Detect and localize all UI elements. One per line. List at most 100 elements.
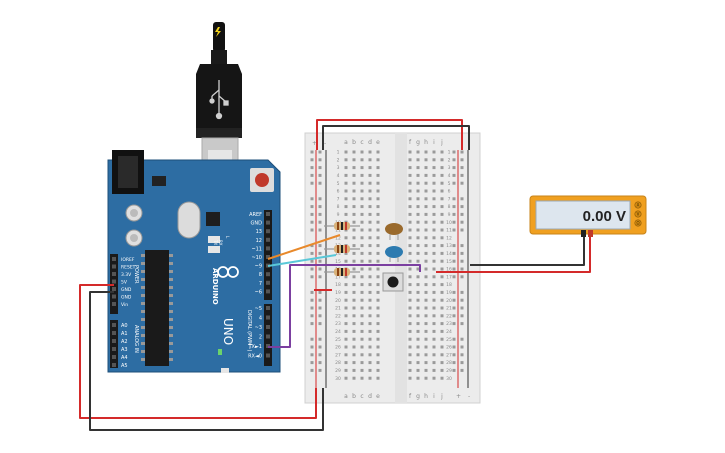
- breadboard-hole[interactable]: [416, 251, 420, 255]
- breadboard-hole[interactable]: [424, 220, 428, 224]
- breadboard-hole[interactable]: [424, 244, 428, 248]
- breadboard-hole[interactable]: [352, 259, 356, 263]
- breadboard-hole[interactable]: [432, 197, 436, 201]
- breadboard-hole[interactable]: [352, 353, 356, 357]
- breadboard-hole[interactable]: [352, 158, 356, 162]
- breadboard-hole[interactable]: [368, 283, 372, 287]
- rail-hole[interactable]: [452, 267, 456, 271]
- rail-hole[interactable]: [310, 361, 314, 365]
- breadboard-hole[interactable]: [432, 244, 436, 248]
- breadboard-hole[interactable]: [360, 368, 364, 372]
- breadboard-hole[interactable]: [376, 251, 380, 255]
- breadboard-hole[interactable]: [416, 197, 420, 201]
- breadboard-hole[interactable]: [416, 166, 420, 170]
- breadboard-hole[interactable]: [360, 189, 364, 193]
- breadboard-hole[interactable]: [344, 212, 348, 216]
- wire-red-5v[interactable]: [79, 284, 317, 419]
- breadboard-hole[interactable]: [368, 275, 372, 279]
- rail-hole[interactable]: [460, 228, 464, 232]
- breadboard-hole[interactable]: [352, 267, 356, 271]
- breadboard-hole[interactable]: [344, 181, 348, 185]
- rail-hole[interactable]: [318, 228, 322, 232]
- rail-hole[interactable]: [310, 251, 314, 255]
- rail-hole[interactable]: [460, 205, 464, 209]
- power-pin-socket[interactable]: [112, 294, 116, 299]
- breadboard-hole[interactable]: [344, 259, 348, 263]
- breadboard-hole[interactable]: [424, 283, 428, 287]
- breadboard-hole[interactable]: [352, 181, 356, 185]
- breadboard-hole[interactable]: [344, 298, 348, 302]
- breadboard-hole[interactable]: [416, 345, 420, 349]
- rail-hole[interactable]: [460, 361, 464, 365]
- breadboard-hole[interactable]: [408, 259, 412, 263]
- breadboard-hole[interactable]: [360, 158, 364, 162]
- rail-hole[interactable]: [310, 290, 314, 294]
- breadboard-hole[interactable]: [416, 244, 420, 248]
- breadboard-hole[interactable]: [344, 337, 348, 341]
- breadboard-hole[interactable]: [424, 236, 428, 240]
- header-pin-socket[interactable]: [266, 306, 270, 310]
- breadboard-hole[interactable]: [432, 173, 436, 177]
- breadboard-hole[interactable]: [368, 353, 372, 357]
- header-pin-socket[interactable]: [266, 325, 270, 329]
- rail-hole[interactable]: [452, 314, 456, 318]
- breadboard-hole[interactable]: [440, 166, 444, 170]
- breadboard-hole[interactable]: [432, 306, 436, 310]
- breadboard-hole[interactable]: [440, 329, 444, 333]
- breadboard-hole[interactable]: [408, 173, 412, 177]
- breadboard-hole[interactable]: [408, 251, 412, 255]
- breadboard-hole[interactable]: [344, 361, 348, 365]
- breadboard-hole[interactable]: [352, 298, 356, 302]
- pushbutton[interactable]: [382, 272, 404, 292]
- led-brown[interactable]: [385, 223, 403, 240]
- breadboard-hole[interactable]: [424, 189, 428, 193]
- breadboard-hole[interactable]: [368, 322, 372, 326]
- breadboard-hole[interactable]: [408, 368, 412, 372]
- breadboard-hole[interactable]: [432, 298, 436, 302]
- rail-hole[interactable]: [310, 197, 314, 201]
- header-pin-socket[interactable]: [266, 229, 270, 234]
- breadboard-hole[interactable]: [432, 158, 436, 162]
- breadboard-hole[interactable]: [416, 298, 420, 302]
- rail-hole[interactable]: [460, 197, 464, 201]
- breadboard-hole[interactable]: [408, 322, 412, 326]
- rail-hole[interactable]: [460, 150, 464, 154]
- breadboard-hole[interactable]: [408, 290, 412, 294]
- breadboard-hole[interactable]: [352, 212, 356, 216]
- breadboard-hole[interactable]: [352, 290, 356, 294]
- breadboard-hole[interactable]: [424, 290, 428, 294]
- breadboard-hole[interactable]: [416, 259, 420, 263]
- breadboard-hole[interactable]: [432, 259, 436, 263]
- rail-hole[interactable]: [452, 150, 456, 154]
- breadboard-hole[interactable]: [440, 150, 444, 154]
- breadboard-hole[interactable]: [432, 189, 436, 193]
- breadboard-hole[interactable]: [376, 205, 380, 209]
- header-pin-socket[interactable]: [266, 212, 270, 216]
- breadboard-hole[interactable]: [352, 189, 356, 193]
- breadboard-hole[interactable]: [432, 251, 436, 255]
- breadboard-hole[interactable]: [424, 150, 428, 154]
- breadboard-hole[interactable]: [424, 376, 428, 380]
- breadboard-hole[interactable]: [352, 228, 356, 232]
- breadboard-hole[interactable]: [440, 361, 444, 365]
- breadboard-hole[interactable]: [416, 173, 420, 177]
- breadboard-hole[interactable]: [352, 345, 356, 349]
- breadboard-hole[interactable]: [432, 181, 436, 185]
- breadboard-hole[interactable]: [368, 150, 372, 154]
- breadboard-hole[interactable]: [424, 275, 428, 279]
- breadboard-hole[interactable]: [376, 212, 380, 216]
- rail-hole[interactable]: [452, 345, 456, 349]
- power-pin-socket[interactable]: [112, 279, 116, 284]
- breadboard-hole[interactable]: [424, 181, 428, 185]
- analog-pin-socket[interactable]: [112, 347, 116, 351]
- breadboard-hole[interactable]: [416, 314, 420, 318]
- arduino-uno-board[interactable]: ARDUINO UNO DIGITAL (PWM~) POWER ANALOG …: [107, 150, 281, 373]
- breadboard-hole[interactable]: [360, 275, 364, 279]
- breadboard-hole[interactable]: [376, 173, 380, 177]
- breadboard-hole[interactable]: [376, 322, 380, 326]
- header-pin-socket[interactable]: [266, 289, 270, 294]
- breadboard-hole[interactable]: [360, 236, 364, 240]
- breadboard-hole[interactable]: [376, 150, 380, 154]
- rail-hole[interactable]: [460, 275, 464, 279]
- breadboard-hole[interactable]: [440, 181, 444, 185]
